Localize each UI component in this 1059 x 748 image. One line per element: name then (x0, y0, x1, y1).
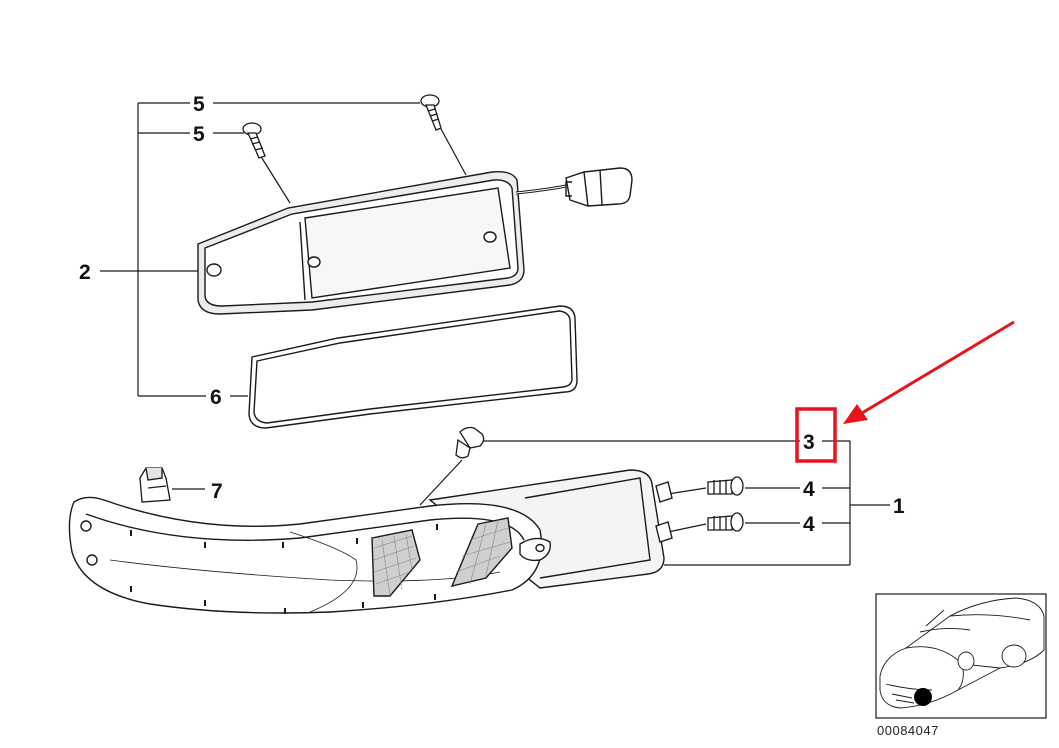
vehicle-locator-thumbnail (875, 593, 1047, 719)
callout-4-upper: 4 (803, 478, 815, 501)
callout-2: 2 (79, 261, 91, 284)
screw-part-4-upper (707, 476, 744, 496)
screw-part-4-lower (707, 512, 744, 532)
callout-3: 3 (803, 431, 815, 454)
leader-lines (100, 102, 890, 566)
callout-6: 6 (210, 386, 222, 409)
arrow-icon (843, 320, 1015, 424)
turn-signal-lamp (68, 469, 673, 614)
callout-4-lower: 4 (803, 513, 815, 536)
screw-part-5-left (242, 122, 266, 159)
dot-icon (914, 688, 932, 706)
gasket-part-6 (248, 305, 578, 429)
bulb-part-3 (455, 426, 485, 459)
screw-part-5-right (420, 94, 442, 131)
highlight-box (795, 407, 837, 463)
clip-part-7 (139, 467, 171, 503)
bulb-holder-housing (197, 167, 633, 315)
callout-7: 7 (211, 480, 223, 503)
callout-5-top: 5 (193, 93, 205, 116)
part-number: 00084047 (877, 723, 939, 738)
callout-1: 1 (893, 495, 905, 518)
callout-5-second: 5 (193, 123, 205, 146)
